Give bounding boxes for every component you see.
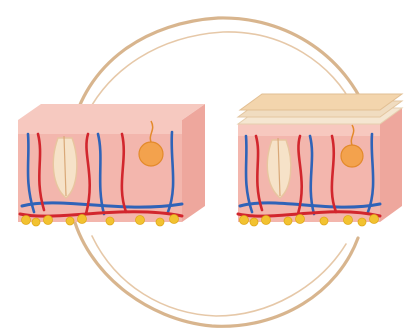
skin-side-face — [380, 108, 402, 222]
skin-block-covered — [238, 94, 402, 226]
epidermis-band — [18, 120, 182, 134]
epidermis-band — [238, 124, 380, 136]
patch-layers — [238, 94, 402, 124]
skin-top-surface — [18, 104, 205, 120]
sweat-gland — [341, 145, 363, 167]
skin-block-bare — [18, 104, 205, 226]
skin-side-face — [182, 104, 205, 222]
ring-stroke-lower-faint — [92, 236, 346, 316]
patch-sheet-top — [240, 94, 402, 110]
sweat-gland — [139, 142, 163, 166]
